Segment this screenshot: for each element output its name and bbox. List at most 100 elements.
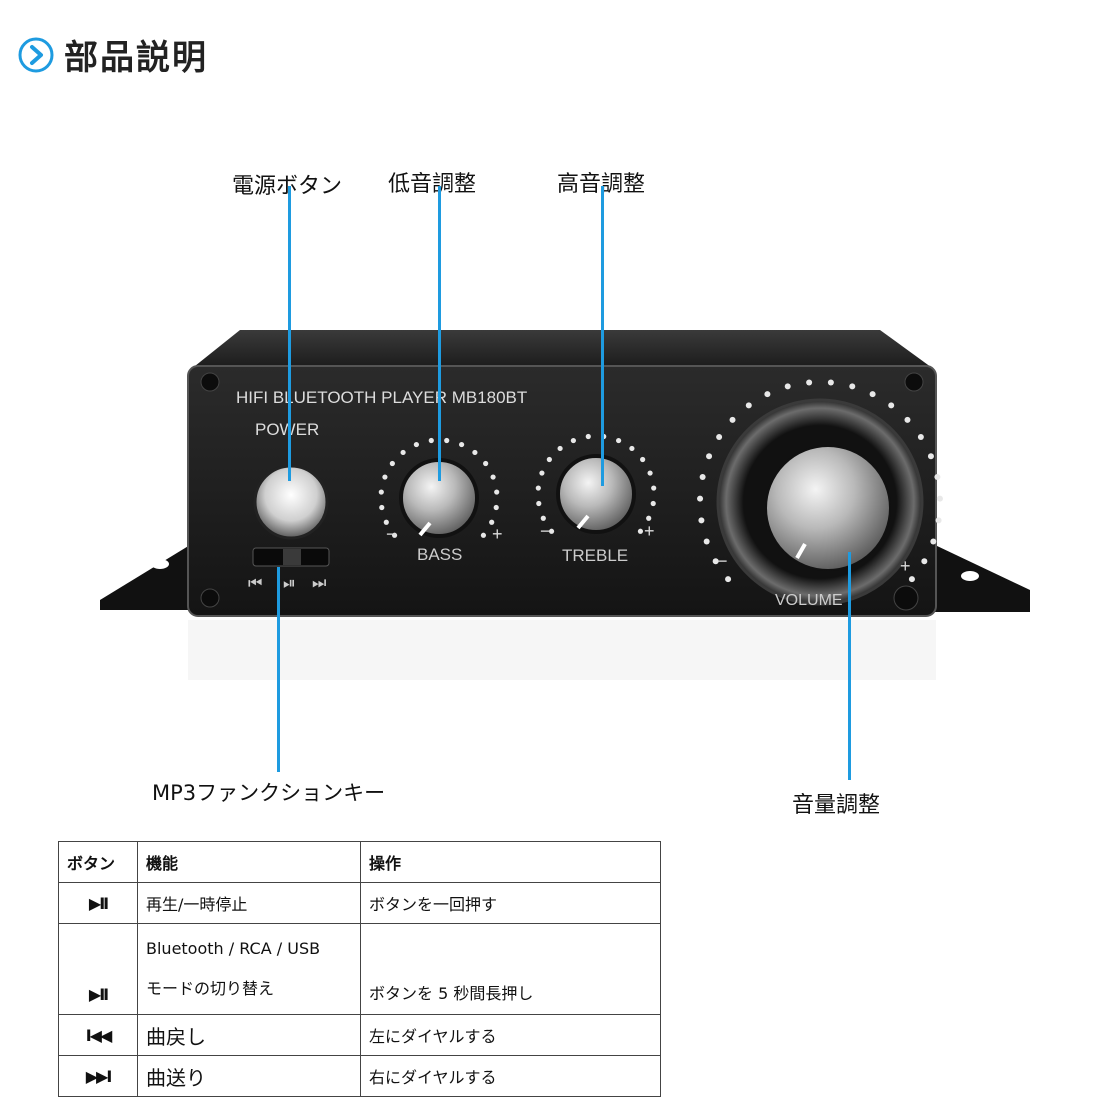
table-cell-function: 曲送り [137, 1055, 361, 1097]
scale-dot [494, 489, 500, 495]
leader-line-mp3 [277, 567, 280, 772]
prev-track-icon: I◀◀ [58, 1014, 138, 1056]
callout-mp3: MP3ファンクションキー [152, 781, 386, 805]
table-cell-operation: ボタンを一回押す [360, 882, 661, 924]
scale-dot [378, 489, 384, 495]
volume-label: VOLUME [775, 592, 843, 609]
scale-dot [703, 538, 710, 545]
callout-volume: 音量調整 [792, 793, 881, 818]
leader-line-power [288, 186, 291, 481]
leader-line-bass [438, 186, 441, 481]
leader-line-volume [848, 552, 851, 780]
scale-dot [391, 532, 398, 538]
treble-minus: − [540, 521, 551, 541]
volume-plus: + [900, 556, 911, 576]
scale-dot [428, 437, 434, 444]
scale-dot [650, 500, 656, 507]
scale-dot [729, 416, 736, 423]
power-label: POWER [255, 420, 319, 439]
chevron-right-circle-icon [18, 37, 54, 72]
scale-dot [904, 416, 911, 423]
scale-dot [539, 470, 545, 476]
scale-dot [927, 453, 934, 460]
scale-dot [389, 460, 395, 467]
table-row: ▶▶I 曲送り 右にダイヤルする [58, 1055, 661, 1097]
scale-dot [570, 437, 576, 444]
scale-dot [934, 474, 941, 481]
scale-dot [489, 519, 495, 525]
scale-dot [383, 519, 389, 525]
scale-dot [637, 528, 644, 534]
scale-dot [472, 449, 478, 456]
bass-plus: + [492, 524, 503, 544]
scale-dot [745, 402, 752, 409]
scale-dot [699, 474, 706, 481]
function-line-1: Bluetooth / RCA / USB [146, 939, 321, 958]
function-line-2: モードの切り替え [146, 979, 275, 998]
scale-dot [459, 441, 465, 448]
scale-dot [917, 433, 924, 440]
table-cell-operation: 右にダイヤルする [360, 1055, 661, 1097]
model-label: HIFI BLUETOOTH PLAYER MB180BT [236, 388, 527, 407]
scale-dot [535, 485, 541, 491]
scale-dot [849, 383, 856, 390]
page-title: 部品説明 [64, 38, 208, 78]
table-cell-function: Bluetooth / RCA / USB モードの切り替え [137, 923, 361, 1015]
scale-dot [493, 504, 499, 511]
table-row: ▶II 再生/一時停止 ボタンを一回押す [58, 882, 661, 924]
scale-dot [548, 528, 555, 534]
scale-dot [585, 433, 591, 440]
scale-dot [646, 515, 652, 521]
scale-dot [936, 495, 943, 502]
scale-dot [935, 517, 942, 524]
treble-knob [556, 454, 636, 534]
prev-track-icon: ⏮ [248, 573, 262, 592]
play-pause-icon: ⏯ [283, 573, 296, 592]
scale-dot [629, 445, 635, 452]
volume-minus: − [717, 551, 728, 571]
scale-dot [647, 470, 653, 476]
scale-dot [725, 576, 732, 583]
table-row: I◀◀ 曲戻し 左にダイヤルする [58, 1014, 661, 1056]
header-button: ボタン [58, 841, 138, 883]
scale-dot [413, 441, 419, 448]
scale-dot [444, 437, 450, 444]
scale-dot [697, 495, 704, 502]
scale-dot [888, 402, 895, 409]
scale-dot [651, 485, 657, 491]
leader-line-treble [601, 186, 604, 486]
table-cell-operation: ボタンを 5 秒間長押し [360, 923, 661, 1015]
next-track-icon: ⏭ [312, 573, 326, 592]
scale-dot [640, 456, 646, 463]
scale-dot [827, 379, 834, 386]
table-row: ▶II Bluetooth / RCA / USB モードの切り替え ボタンを … [58, 923, 661, 1015]
table-header-row: ボタン 機能 操作 [58, 841, 661, 883]
scale-dot [764, 391, 771, 398]
scale-dot [490, 474, 496, 480]
scale-dot [536, 500, 542, 507]
header-function: 機能 [137, 841, 361, 883]
treble-plus: + [644, 521, 655, 541]
scale-dot [698, 517, 705, 524]
scale-dot [716, 433, 723, 440]
volume-knob [765, 445, 891, 571]
next-track-icon: ▶▶I [58, 1055, 138, 1097]
scale-dot [557, 445, 563, 452]
play-pause-icon: ▶II [58, 923, 138, 1015]
scale-dot [483, 460, 489, 467]
page-header: 部品説明 [18, 30, 208, 79]
scale-dot [400, 449, 406, 456]
scale-dot [908, 576, 915, 583]
scale-dot [546, 456, 552, 463]
bass-label: BASS [417, 545, 462, 564]
bass-minus: − [386, 524, 397, 544]
scale-dot [869, 391, 876, 398]
scale-dot [806, 379, 813, 386]
callout-power: 電源ボタン [232, 174, 343, 199]
scale-dot [921, 558, 928, 565]
power-button [253, 464, 329, 540]
amplifier-device: HIFI BLUETOOTH PLAYER MB180BT POWER ⏮ ⏯ … [100, 330, 1030, 680]
button-function-table: ボタン 機能 操作 ▶II 再生/一時停止 ボタンを一回押す ▶II Bluet… [58, 841, 661, 1097]
scale-dot [706, 453, 713, 460]
table-cell-function: 再生/一時停止 [137, 882, 361, 924]
